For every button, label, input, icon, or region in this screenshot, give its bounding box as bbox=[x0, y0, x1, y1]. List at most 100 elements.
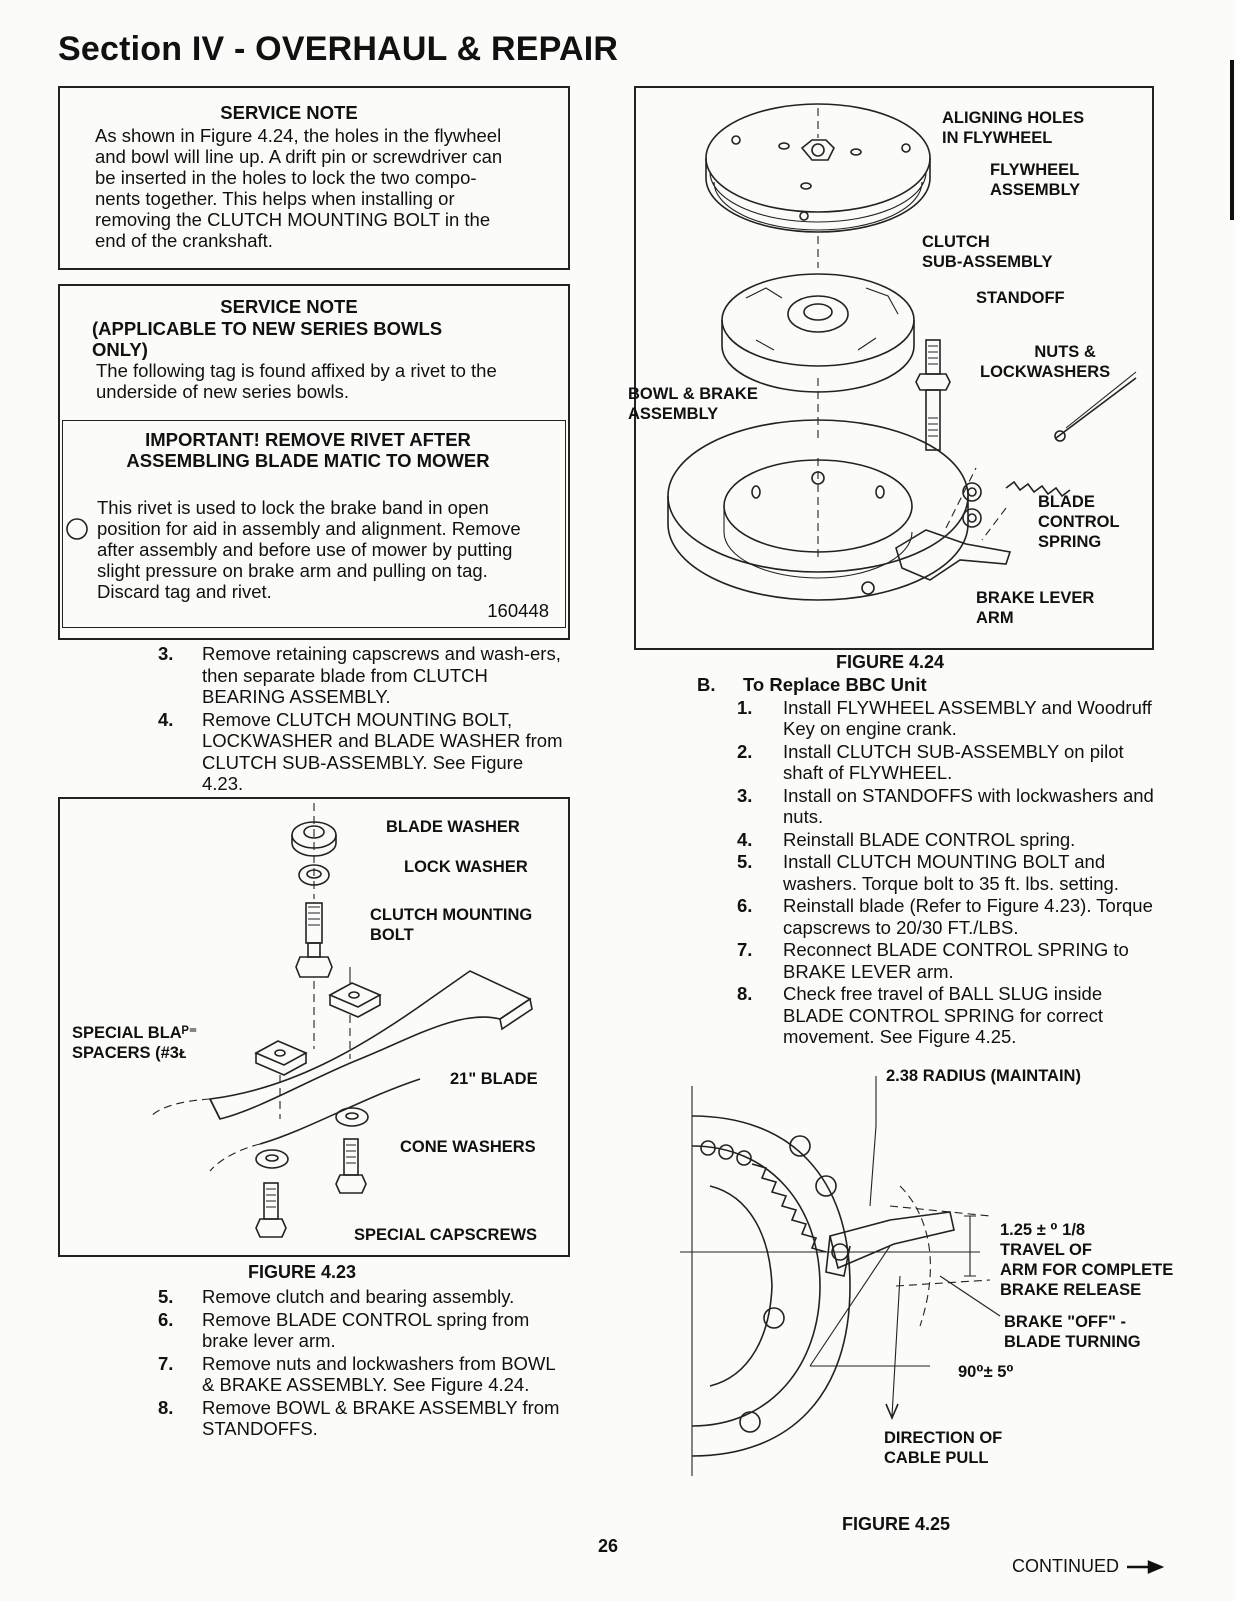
service-note-heading: SERVICE NOTE bbox=[220, 102, 358, 123]
label-clutch-sub-assembly: CLUTCH SUB-ASSEMBLY bbox=[922, 232, 1053, 272]
step-number: 5. bbox=[158, 1286, 174, 1307]
step-item: 6. Remove BLADE CONTROL spring from brak… bbox=[158, 1309, 568, 1352]
label-line: ARM FOR COMPLETE bbox=[1000, 1261, 1174, 1279]
label-line: BRAKE "OFF" - bbox=[1004, 1313, 1126, 1331]
page-title: Section IV - OVERHAUL & REPAIR bbox=[58, 30, 619, 68]
step-item: 3. Remove retaining capscrews and wash-e… bbox=[158, 643, 568, 708]
tag-text: This rivet is used to lock the brake ban… bbox=[63, 497, 565, 602]
label-line: BLADE TURNING bbox=[1004, 1333, 1141, 1351]
label-line: BRAKE RELEASE bbox=[1000, 1281, 1142, 1299]
tag-line: position for aid in assembly and alignme… bbox=[97, 518, 521, 539]
service-note-text: As shown in Figure 4.24, the holes in th… bbox=[60, 125, 568, 251]
label-standoff: STANDOFF bbox=[976, 289, 1065, 307]
section-letter: B. bbox=[697, 674, 716, 695]
step-item: 8. Remove BOWL & BRAKE ASSEMBLY from STA… bbox=[158, 1397, 568, 1440]
tag-line: This rivet is used to lock the brake ban… bbox=[97, 497, 489, 518]
label-line: SPECIAL BLAᴾ⁼ bbox=[72, 1024, 198, 1042]
step-text: Check free travel of BALL SLUG inside BL… bbox=[783, 983, 1104, 1047]
continued-text: CONTINUED bbox=[1012, 1556, 1119, 1576]
replace-bbc-section: B. To Replace BBC Unit 1.Install FLYWHEE… bbox=[697, 674, 1157, 1049]
label-direction-cable-pull: DIRECTION OF CABLE PULL bbox=[884, 1428, 1002, 1468]
note-line: end of the crankshaft. bbox=[95, 230, 273, 251]
step-text: Install CLUTCH SUB-ASSEMBLY on pilot sha… bbox=[783, 740, 1124, 784]
step-number: 7. bbox=[158, 1352, 174, 1374]
note-line: As shown in Figure 4.24, the holes in th… bbox=[95, 125, 502, 146]
step-item: 4. Reinstall BLADE CONTROL spring. bbox=[737, 829, 1157, 851]
label-brake-lever-arm: BRAKE LEVER ARM bbox=[976, 588, 1094, 628]
step-item: 4. Remove CLUTCH MOUNTING BOLT, LOCKWASH… bbox=[158, 709, 568, 795]
step-number: 2. bbox=[737, 740, 753, 762]
service-note-subheading: (APPLICABLE TO NEW SERIES BOWLS ONLY) bbox=[60, 318, 568, 360]
label-line: CLUTCH bbox=[922, 233, 990, 251]
step-text: Reinstall BLADE CONTROL spring. bbox=[783, 828, 1076, 850]
label-blade-washer: BLADE WASHER bbox=[386, 818, 520, 836]
step-text: Remove BLADE CONTROL spring from brake l… bbox=[202, 1308, 530, 1352]
service-note-text: The following tag is found affixed by a … bbox=[60, 360, 568, 402]
tag-part-number: 160448 bbox=[487, 600, 549, 621]
label-line: BOLT bbox=[370, 926, 414, 944]
note-line: be inserted in the holes to lock the two… bbox=[95, 167, 477, 188]
label-line: 1.25 ± ⁰ 1/8 bbox=[1000, 1221, 1086, 1239]
step-text: Remove BOWL & BRAKE ASSEMBLY from STANDO… bbox=[202, 1396, 560, 1440]
note-line: removing the CLUTCH MOUNTING BOLT in the bbox=[95, 209, 491, 230]
label-line: BOWL & BRAKE bbox=[628, 385, 758, 403]
step-number: 5. bbox=[737, 851, 753, 872]
step-text: Remove nuts and lockwashers from BOWL & … bbox=[202, 1352, 555, 1396]
step-number: 4. bbox=[737, 828, 753, 850]
label-flywheel-assembly: FLYWHEEL ASSEMBLY bbox=[990, 160, 1080, 200]
note-line: nents together. This helps when installi… bbox=[95, 188, 455, 209]
label-cone-washers: CONE WASHERS bbox=[400, 1138, 536, 1156]
label-line: ALIGNING HOLES bbox=[942, 109, 1085, 127]
label-special-capscrews: SPECIAL CAPSCREWS bbox=[354, 1226, 538, 1244]
note-bottom-rule bbox=[58, 638, 570, 640]
step-item: 7.Reconnect BLADE CONTROL SPRING to BRAK… bbox=[737, 939, 1157, 982]
note-line: underside of new series bowls. bbox=[96, 381, 349, 402]
label-line: CONTROL bbox=[1038, 513, 1120, 531]
figure-4-24: ALIGNING HOLES IN FLYWHEEL FLYWHEEL ASSE… bbox=[628, 86, 1154, 650]
step-item: 1.Install FLYWHEEL ASSEMBLY and Woodruff… bbox=[737, 697, 1157, 740]
step-item: 5.Install CLUTCH MOUNTING BOLT and washe… bbox=[737, 851, 1157, 894]
step-text: Remove clutch and bearing assembly. bbox=[202, 1286, 515, 1307]
label-line: CABLE PULL bbox=[884, 1449, 989, 1467]
step-item: 8.Check free travel of BALL SLUG inside … bbox=[737, 983, 1157, 1048]
section-heading: B. To Replace BBC Unit bbox=[697, 674, 1157, 696]
step-item: 6. Reinstall blade (Refer to Figure 4.23)… bbox=[737, 895, 1157, 938]
section-title: To Replace BBC Unit bbox=[743, 674, 927, 695]
rivet-tag: IMPORTANT! REMOVE RIVET AFTER ASSEMBLING… bbox=[62, 420, 566, 628]
step-item: 5. Remove clutch and bearing assembly. bbox=[158, 1286, 568, 1308]
label-line: ASSEMBLY bbox=[628, 405, 719, 423]
figure-4-25-caption: FIGURE 4.25 bbox=[842, 1514, 951, 1534]
step-item: 3.Install on STANDOFFS with lockwashers … bbox=[737, 785, 1157, 828]
figure-4-24-caption: FIGURE 4.24 bbox=[836, 652, 945, 672]
step-item: 7. Remove nuts and lockwashers from BOWL… bbox=[158, 1353, 568, 1396]
note-subheading-line: ONLY) bbox=[92, 339, 148, 360]
figure-4-23: BLADE WASHER LOCK WASHER CLUTCH MOUNTING… bbox=[58, 797, 570, 1257]
tag-line: slight pressure on brake arm and pulling… bbox=[97, 560, 488, 581]
brake-travel-diagram bbox=[680, 1076, 1001, 1476]
replace-steps-list: 1.Install FLYWHEEL ASSEMBLY and Woodruff… bbox=[697, 697, 1157, 1048]
label-line: SUB-ASSEMBLY bbox=[922, 253, 1053, 271]
label-travel-of-arm: 1.25 ± ⁰ 1/8 TRAVEL OF ARM FOR COMPLETE … bbox=[1000, 1220, 1173, 1300]
step-text: Reconnect BLADE CONTROL SPRING to BRAKE … bbox=[783, 939, 1129, 982]
continued-label: CONTINUED bbox=[1012, 1556, 1165, 1577]
service-note-box-2: SERVICE NOTE (APPLICABLE TO NEW SERIES B… bbox=[58, 284, 570, 638]
label-blade-control-spring: BLADE CONTROL SPRING bbox=[1038, 492, 1120, 552]
step-number: 6. bbox=[158, 1308, 174, 1330]
label-line: CLUTCH MOUNTING bbox=[370, 906, 533, 924]
note-subheading-line: (APPLICABLE TO NEW SERIES BOWLS bbox=[92, 318, 443, 339]
label-line: IN FLYWHEEL bbox=[942, 129, 1053, 147]
step-number: 3. bbox=[158, 643, 174, 664]
binding-edge bbox=[1230, 60, 1234, 220]
step-number: 6. bbox=[737, 895, 753, 916]
note-line: The following tag is found affixed by a … bbox=[96, 360, 497, 381]
label-clutch-mounting-bolt: CLUTCH MOUNTING BOLT bbox=[370, 905, 532, 945]
label-brake-off: BRAKE "OFF" - BLADE TURNING bbox=[1004, 1312, 1141, 1352]
step-text: Remove CLUTCH MOUNTING BOLT, LOCKWASHER … bbox=[202, 708, 563, 795]
step-text: Reinstall blade (Refer to Figure 4.23). … bbox=[783, 895, 1153, 938]
label-line: TRAVEL OF bbox=[1000, 1241, 1092, 1259]
tag-heading-line: ASSEMBLING BLADE MATIC TO MOWER bbox=[126, 450, 490, 471]
tag-line: after assembly and before use of mower b… bbox=[97, 539, 513, 560]
arrow-right-icon bbox=[1127, 1559, 1165, 1574]
label-21-blade: 21" BLADE bbox=[450, 1070, 538, 1088]
service-note-heading: SERVICE NOTE bbox=[220, 296, 358, 317]
